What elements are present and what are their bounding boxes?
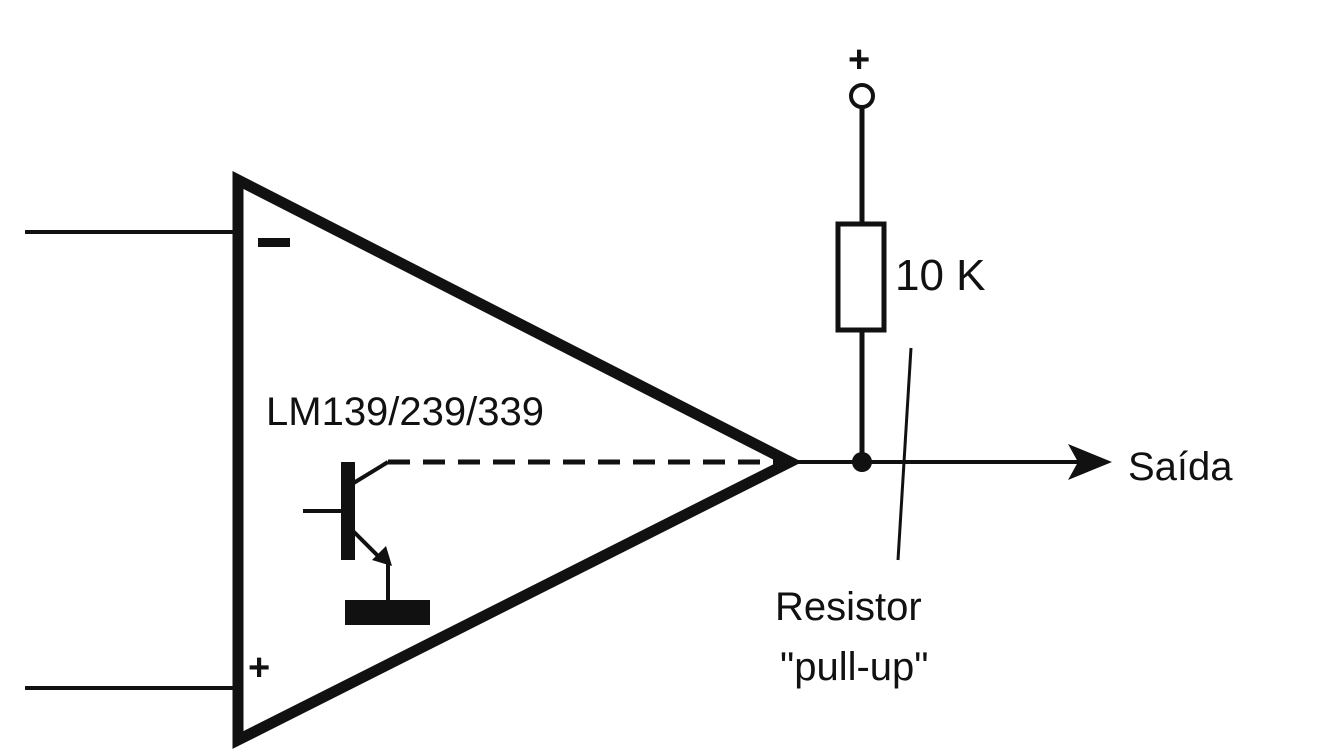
supply-terminal-circle xyxy=(849,83,875,109)
pullup-callout-line xyxy=(896,347,913,561)
non-inverting-input-plus-sign: + xyxy=(248,647,270,689)
pullup-label-line1: Resistor xyxy=(775,585,922,629)
output-arrow xyxy=(1068,444,1112,480)
inverting-input-minus-sign xyxy=(258,238,290,247)
pullup-label-line2: "pull-up" xyxy=(780,645,928,689)
resistor-value-label: 10 K xyxy=(895,251,986,300)
transistor-base-bar xyxy=(341,462,355,560)
pullup-resistor-body xyxy=(835,221,887,333)
comparator-triangle xyxy=(232,171,803,749)
ground-block xyxy=(345,600,430,625)
chip-part-label: LM139/239/339 xyxy=(266,390,544,434)
output-label: Saída xyxy=(1128,445,1233,489)
supply-plus-label: + xyxy=(848,39,870,81)
transistor-collector-lead xyxy=(350,460,390,486)
